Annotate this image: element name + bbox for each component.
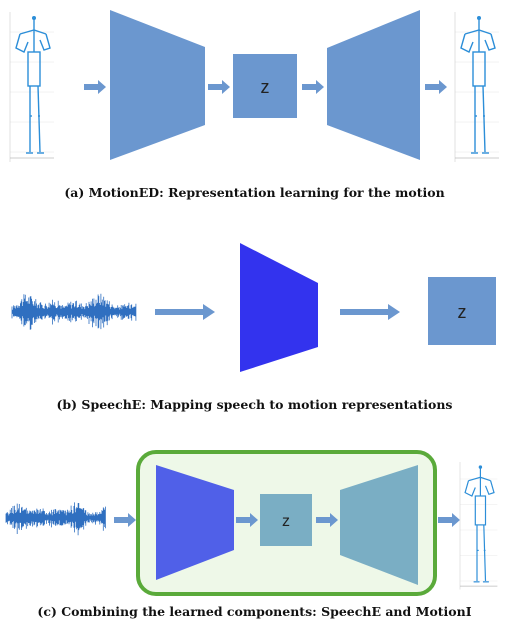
arrow-a1 — [84, 80, 106, 94]
latent-z-c-label: z — [282, 513, 290, 530]
speech-encoder-b — [240, 243, 318, 372]
caption-c: (c) Combining the learned components: Sp… — [37, 604, 472, 619]
input-skeleton-a — [9, 11, 55, 163]
motion-decoder-a — [327, 10, 420, 160]
arrow-a2 — [208, 80, 230, 94]
waveform-b — [11, 293, 137, 330]
motion-encoder-a — [110, 10, 205, 160]
latent-z-b — [428, 277, 496, 345]
arrow-c1 — [114, 513, 136, 527]
panel-a: z — [9, 10, 500, 163]
arrow-c4 — [438, 513, 460, 527]
motion-decoder-c — [340, 465, 418, 585]
caption-a: (a) MotionED: Representation learning fo… — [64, 185, 445, 200]
output-skeleton-a — [454, 11, 500, 163]
latent-z-b-label: z — [458, 302, 467, 322]
arrow-b2 — [340, 304, 400, 320]
panel-b: z — [11, 243, 496, 372]
speech-encoder-c — [156, 465, 234, 580]
latent-z-a — [233, 54, 297, 118]
caption-b: (b) SpeechE: Mapping speech to motion re… — [56, 397, 453, 412]
arrow-a3 — [302, 80, 324, 94]
panel-c: z — [5, 450, 498, 596]
arrow-b1 — [155, 304, 215, 320]
latent-z-c — [260, 494, 312, 546]
latent-z-a-label: z — [261, 77, 270, 97]
arrow-a4 — [425, 80, 447, 94]
output-skeleton-c — [459, 461, 498, 591]
waveform-c — [5, 502, 106, 536]
